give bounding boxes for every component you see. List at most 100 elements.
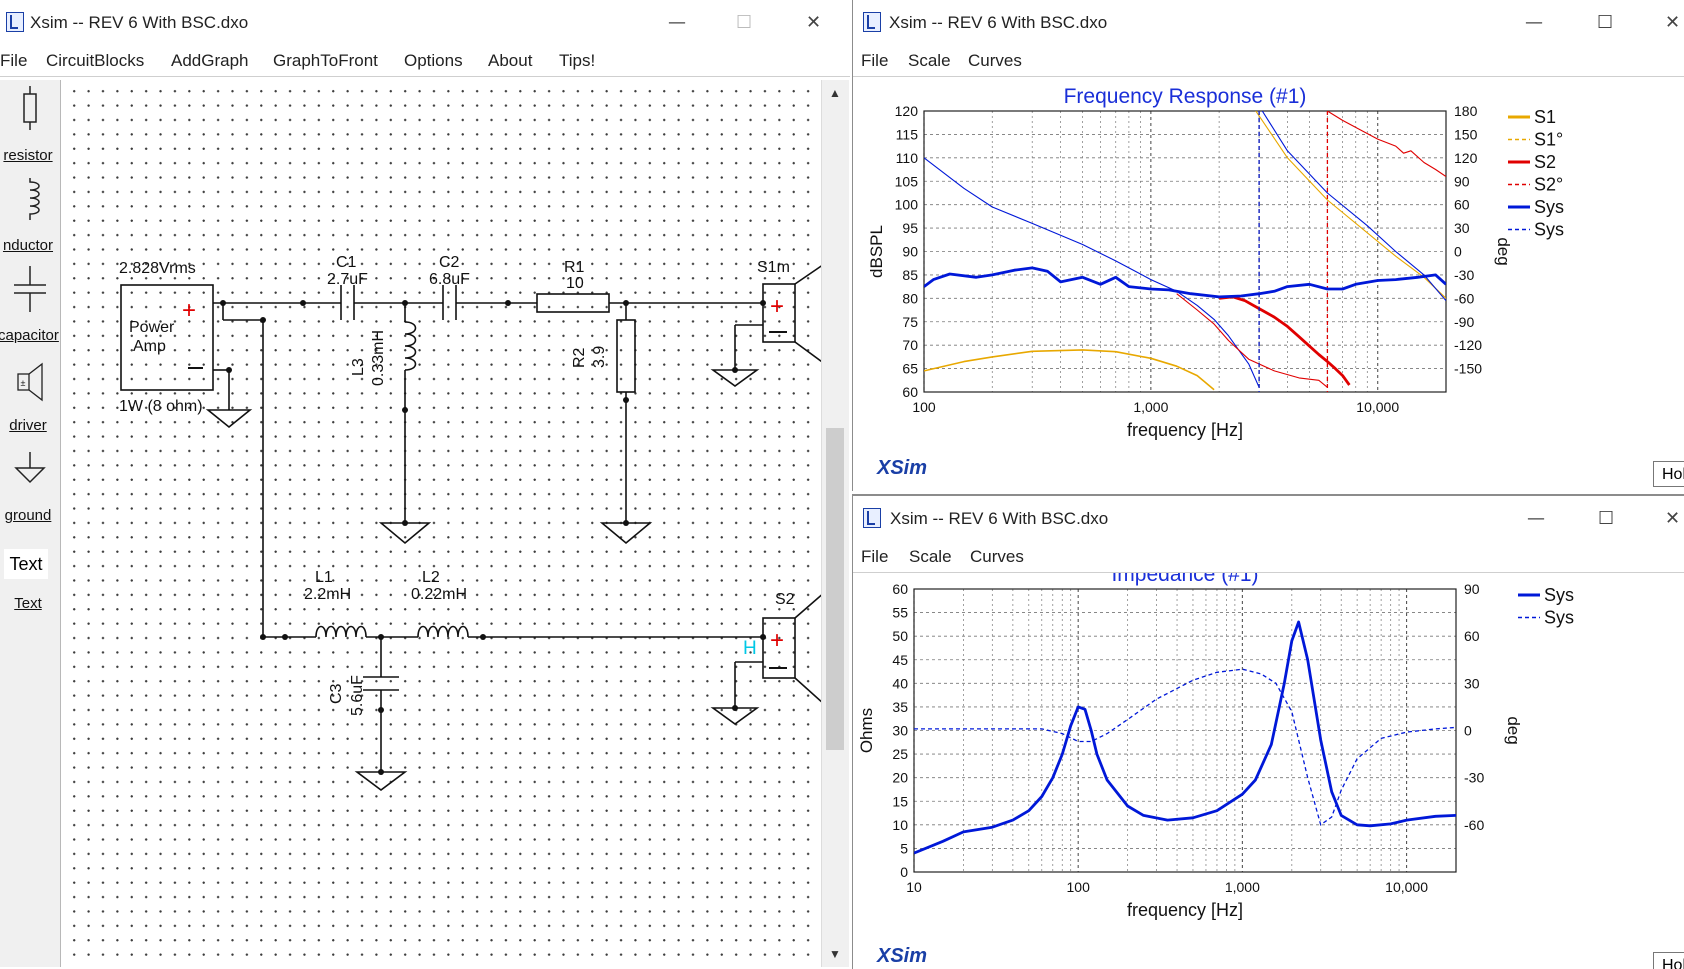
fr-ytick-label: 65 <box>902 361 918 377</box>
fr-ytick-label: 85 <box>902 267 918 283</box>
r2-name: R2 <box>571 347 588 368</box>
fr-phase-curve <box>924 157 1260 388</box>
scroll-down-icon[interactable]: ▼ <box>829 947 841 961</box>
palette-label-ground[interactable]: ground <box>4 507 52 524</box>
fr-legend-label: S2° <box>1534 175 1563 195</box>
menu-file[interactable]: File <box>0 51 28 70</box>
imp-legend-label: Sys <box>1544 585 1574 605</box>
imp-ytick-label: 55 <box>892 605 908 621</box>
c2-value: 6.8uF <box>429 271 470 288</box>
menu-circuitblocks[interactable]: CircuitBlocks <box>46 51 145 70</box>
fr-y2tick-label: 150 <box>1454 126 1478 142</box>
fr-legend-label: S1 <box>1534 107 1556 127</box>
l2-value: 0.22mH <box>411 586 467 603</box>
xsim-app-icon <box>863 508 881 528</box>
fr-xtick-label: 10,000 <box>1356 399 1399 415</box>
amp-voltage-label: 2.828Vrms <box>119 260 196 277</box>
schematic-title-bar[interactable]: Xsim -- REV 6 With BSC.dxo — ☐ ✕ <box>0 0 850 46</box>
menu-file[interactable]: File <box>861 547 889 566</box>
fr-xlabel: frequency [Hz] <box>1127 420 1243 440</box>
menu-addgraph[interactable]: AddGraph <box>171 51 249 70</box>
schematic-window-title: Xsim -- REV 6 With BSC.dxo <box>30 13 249 32</box>
fr-ytick-label: 90 <box>902 244 918 260</box>
scroll-thumb[interactable] <box>826 428 844 750</box>
fr-window-title: Xsim -- REV 6 With BSC.dxo <box>889 13 1108 32</box>
palette-label-text[interactable]: Text <box>14 595 42 612</box>
menu-about[interactable]: About <box>488 51 533 70</box>
fr-y2tick-label: -120 <box>1454 337 1482 353</box>
capacitor-icon[interactable] <box>12 266 48 312</box>
fr-curves <box>924 111 1446 392</box>
driver-icon[interactable]: ± <box>12 360 48 406</box>
menu-curves[interactable]: Curves <box>968 51 1022 70</box>
menu-graphtofront[interactable]: GraphToFront <box>273 51 378 70</box>
maximize-icon[interactable]: ☐ <box>1597 12 1614 33</box>
xsim-app-icon <box>863 12 881 32</box>
close-icon[interactable]: ✕ <box>806 12 822 33</box>
imp-y2tick-label: 30 <box>1464 675 1480 691</box>
fr-y2tick-label: 60 <box>1454 197 1470 213</box>
l1-value: 2.2mH <box>304 586 351 603</box>
minimize-icon[interactable]: — <box>668 12 686 33</box>
minimize-icon[interactable]: — <box>1525 12 1543 33</box>
palette-label-capacitor[interactable]: capacitor <box>0 327 59 344</box>
schematic-drawing: + + + H 2.828Vrms Power Amp 1W (8 ohm) C… <box>119 254 821 791</box>
palette-label-inductor[interactable]: nductor <box>2 237 54 254</box>
close-icon[interactable]: ✕ <box>1665 508 1681 529</box>
imp-title-bar[interactable]: Xsim -- REV 6 With BSC.dxo — ☐ ✕ <box>853 496 1684 542</box>
resistor-icon[interactable] <box>12 84 48 130</box>
fr-menu-bar: File Scale Curves <box>853 46 1684 77</box>
fr-plot: 1201151101051009590858075706560180150120… <box>867 85 1564 440</box>
menu-tips[interactable]: Tips! <box>559 51 596 70</box>
s2-cursor-mark: H <box>743 638 757 659</box>
text-icon[interactable]: Text <box>4 549 48 579</box>
ground-icon[interactable] <box>12 450 48 496</box>
imp-plot-frame <box>913 588 1457 873</box>
fr-title-bar[interactable]: Xsim -- REV 6 With BSC.dxo — ☐ ✕ <box>853 0 1684 46</box>
palette-label-driver[interactable]: driver <box>9 417 47 434</box>
imp-ytick-label: 25 <box>892 746 908 762</box>
imp-brand-logo: XSim <box>877 945 928 967</box>
menu-options[interactable]: Options <box>404 51 463 70</box>
maximize-icon[interactable]: ☐ <box>736 12 753 33</box>
imp-hold-button[interactable]: Hol <box>1653 952 1684 969</box>
close-icon[interactable]: ✕ <box>1665 12 1681 33</box>
fr-xtick-label: 1,000 <box>1133 399 1168 415</box>
menu-scale[interactable]: Scale <box>908 51 951 70</box>
fr-series-Sys <box>924 266 1446 299</box>
impedance-window: Xsim -- REV 6 With BSC.dxo — ☐ ✕ File Sc… <box>852 494 1684 969</box>
fr-legend-label: S1° <box>1534 130 1563 150</box>
r2-value: 3.9 <box>591 346 608 368</box>
s1-plus-mark: + <box>770 293 784 320</box>
menu-curves[interactable]: Curves <box>970 547 1024 566</box>
schematic-window: Xsim -- REV 6 With BSC.dxo — ☐ ✕ File Ci… <box>0 0 850 967</box>
menu-scale[interactable]: Scale <box>909 547 952 566</box>
imp-y2tick-label: -60 <box>1464 817 1484 833</box>
fr-chart-title: Frequency Response (#1) <box>1064 85 1307 108</box>
inductor-icon[interactable] <box>12 176 48 222</box>
maximize-icon[interactable]: ☐ <box>1598 508 1615 529</box>
schematic-canvas[interactable]: + + + H 2.828Vrms Power Amp 1W (8 ohm) C… <box>63 80 821 967</box>
fr-y2tick-label: -60 <box>1454 290 1474 306</box>
palette-label-resistor[interactable]: resistor <box>3 147 53 164</box>
minimize-icon[interactable]: — <box>1527 508 1545 529</box>
l3-value: 0.33mH <box>370 330 387 386</box>
r1-name: R1 <box>564 259 585 276</box>
fr-ytick-label: 60 <box>902 384 918 400</box>
amp-name-line1: Power <box>129 319 175 336</box>
fr-hold-button[interactable]: Hol <box>1653 461 1684 487</box>
imp-xlabel: frequency [Hz] <box>1127 900 1243 920</box>
c3-value: 5.6uF <box>349 675 366 716</box>
amp-name-line2: Amp <box>133 338 166 355</box>
component-palette: resistor nductor capacitor ± driver grou… <box>0 80 61 967</box>
imp-window-title: Xsim -- REV 6 With BSC.dxo <box>890 509 1109 528</box>
imp-y2tick-label: -30 <box>1464 770 1484 786</box>
imp-xtick-label: 10 <box>906 879 922 895</box>
schematic-vertical-scrollbar[interactable]: ▲ ▼ <box>821 80 849 967</box>
scroll-up-icon[interactable]: ▲ <box>829 86 841 100</box>
imp-ylabel: Ohms <box>857 708 876 753</box>
menu-file[interactable]: File <box>861 51 889 70</box>
fr-window: Xsim -- REV 6 With BSC.dxo — ☐ ✕ File Sc… <box>852 0 1684 491</box>
